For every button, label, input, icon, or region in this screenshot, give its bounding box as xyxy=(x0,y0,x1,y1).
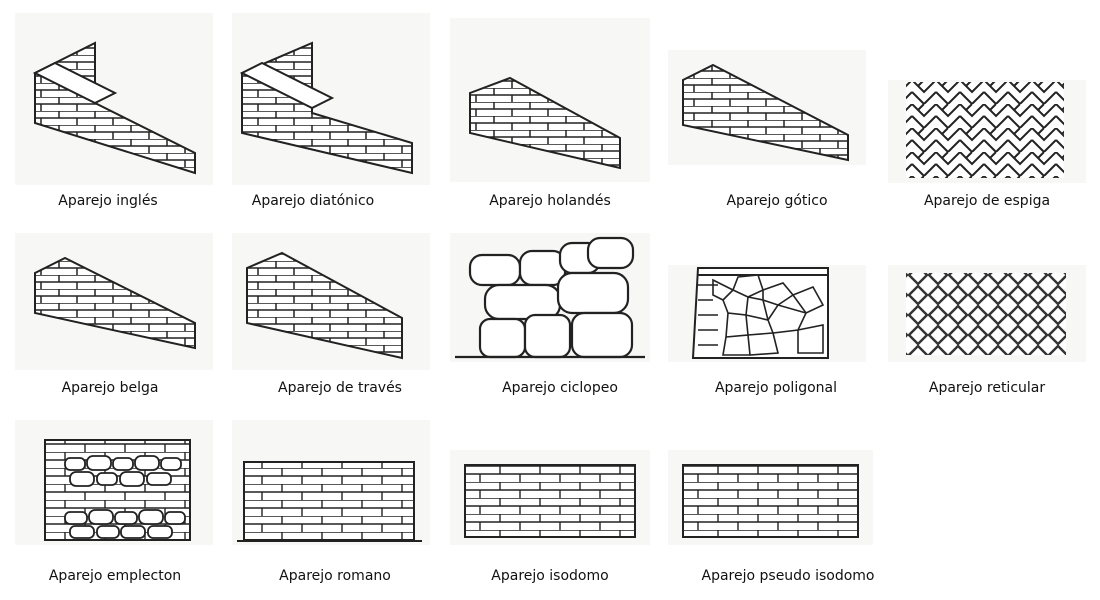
illustration-aparejo-romano xyxy=(232,420,430,545)
caption-aparejo-ciclopeo: Aparejo ciclopeo xyxy=(502,380,618,396)
caption-aparejo-romano: Aparejo romano xyxy=(279,568,391,584)
illustration-aparejo-isodomo xyxy=(450,450,650,545)
illustration-aparejo-emplecton xyxy=(15,420,213,545)
caption-aparejo-de-espiga: Aparejo de espiga xyxy=(923,193,1051,209)
illustration-aparejo-diatonico xyxy=(232,13,430,185)
illustration-aparejo-ciclopeo xyxy=(450,233,650,362)
caption-aparejo-de-traves: Aparejo de través xyxy=(278,380,402,396)
caption-aparejo-gotico: Aparejo gótico xyxy=(726,193,828,209)
caption-aparejo-holandes: Aparejo holandés xyxy=(489,193,611,209)
illustration-aparejo-holandes xyxy=(450,18,650,182)
illustration-aparejo-reticular xyxy=(888,265,1086,362)
caption-aparejo-pseudo-isodomo: Aparejo pseudo isodomo xyxy=(701,568,875,584)
illustration-aparejo-pseudo-isodomo xyxy=(668,450,873,545)
caption-aparejo-diatonico: Aparejo diatónico xyxy=(251,193,375,209)
caption-aparejo-belga: Aparejo belga xyxy=(61,380,159,396)
illustration-aparejo-de-traves xyxy=(232,233,430,370)
caption-aparejo-reticular: Aparejo reticular xyxy=(928,380,1046,396)
caption-aparejo-poligonal: Aparejo poligonal xyxy=(714,380,838,396)
caption-aparejo-isodomo: Aparejo isodomo xyxy=(491,568,609,584)
illustration-aparejo-poligonal xyxy=(668,265,866,362)
illustration-aparejo-belga xyxy=(15,233,213,370)
illustration-aparejo-de-espiga xyxy=(888,80,1086,183)
illustration-aparejo-ingles xyxy=(15,13,213,185)
caption-aparejo-ingles: Aparejo inglés xyxy=(58,193,158,209)
caption-aparejo-emplecton: Aparejo emplecton xyxy=(48,568,182,584)
illustration-aparejo-gotico xyxy=(668,50,866,165)
